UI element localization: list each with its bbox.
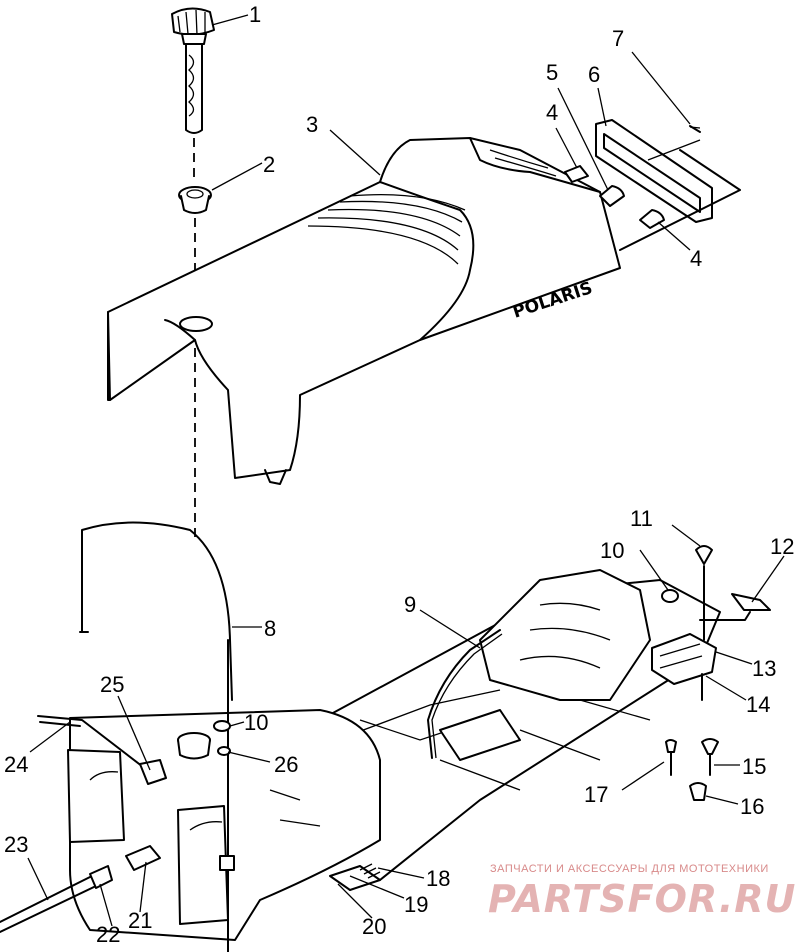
callout-21: 21 (128, 908, 152, 933)
seat-latch-parts (564, 119, 741, 251)
callout-13: 13 (752, 656, 776, 681)
callout-12: 12 (770, 534, 794, 559)
watermark: ЗАПЧАСТИ И АКСЕССУАРЫ ДЛЯ МОТОТЕХНИКИ PA… (488, 863, 796, 921)
filler-grommet (178, 186, 212, 214)
callout-25: 25 (100, 672, 124, 697)
callout-14: 14 (746, 692, 770, 717)
callout-1: 1 (249, 2, 261, 27)
leader-lines (27, 14, 785, 927)
callout-5: 5 (546, 60, 558, 85)
callout-6: 6 (588, 62, 600, 87)
callout-9: 9 (404, 592, 416, 617)
rear-bracket-parts (651, 545, 771, 801)
watermark-tagline: ЗАПЧАСТИ И АКСЕССУАРЫ ДЛЯ МОТОТЕХНИКИ (490, 863, 769, 875)
callout-10-tank: 10 (244, 710, 268, 735)
callout-4-lower: 4 (690, 246, 702, 271)
callout-16: 16 (740, 794, 764, 819)
callout-11: 11 (630, 506, 653, 531)
callout-26: 26 (274, 752, 298, 777)
callout-10-rear: 10 (600, 538, 624, 563)
fuel-tank-assembly (0, 521, 721, 952)
callout-labels: 1 2 3 4 4 5 6 7 8 9 10 10 11 12 13 14 15… (4, 2, 794, 947)
callout-3: 3 (306, 112, 318, 137)
callout-17: 17 (584, 782, 608, 807)
fuel-cap-assembly (171, 7, 215, 134)
callout-19: 19 (404, 892, 428, 917)
watermark-site: PARTSFOR.RU (488, 877, 796, 921)
callout-18: 18 (426, 866, 450, 891)
callout-22: 22 (96, 922, 120, 947)
callout-8: 8 (264, 616, 276, 641)
callout-15: 15 (742, 754, 766, 779)
callout-20: 20 (362, 914, 386, 939)
callout-7: 7 (612, 26, 624, 51)
callout-23: 23 (4, 832, 28, 857)
callout-2: 2 (263, 152, 275, 177)
callout-24: 24 (4, 752, 28, 777)
callout-4-upper: 4 (546, 100, 558, 125)
